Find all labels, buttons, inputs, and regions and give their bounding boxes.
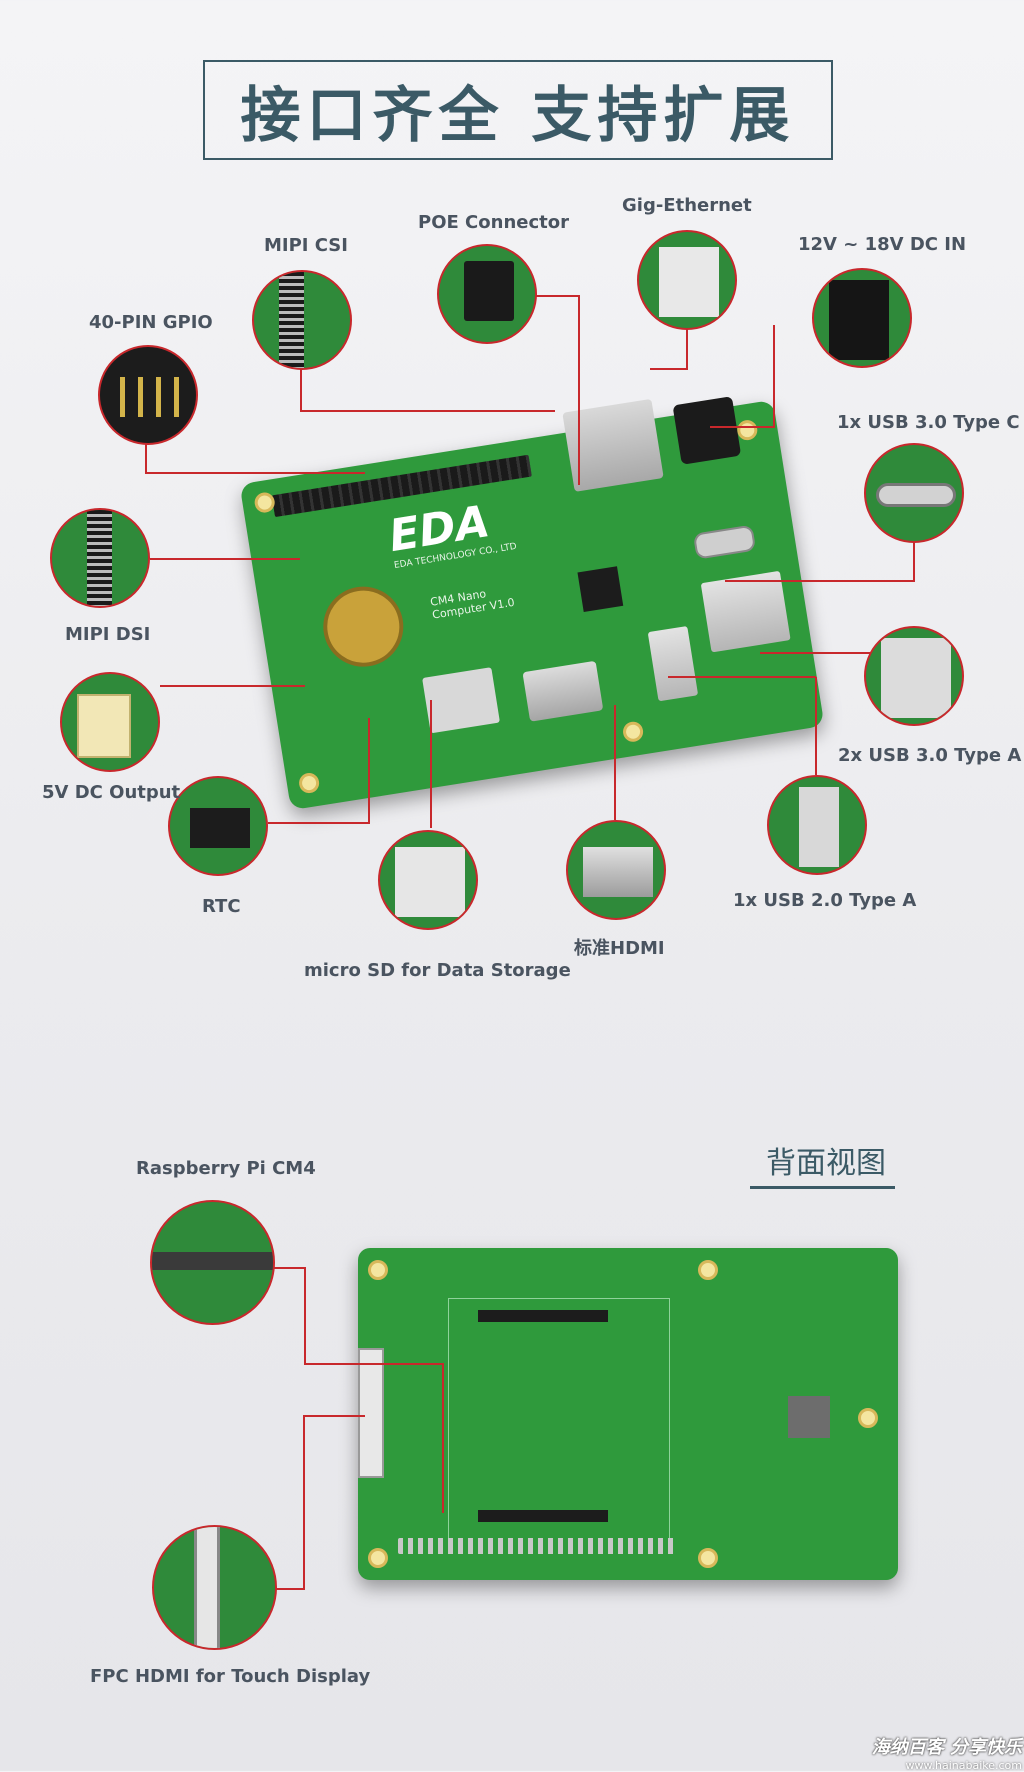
front-board: EDA EDA TECHNOLOGY CO., LTD CM4 Nano Com… — [239, 396, 825, 811]
callout-line — [303, 1415, 305, 1590]
watermark: 海纳百客 分享快乐 www.hainabaike.com — [842, 1733, 1022, 1772]
callout-line — [300, 330, 302, 410]
label-mipi-csi: MIPI CSI — [264, 235, 348, 256]
hdmi-port — [522, 660, 604, 722]
cm4-connector-zoom — [150, 1200, 275, 1325]
label-gig-ethernet: Gig-Ethernet — [622, 195, 752, 216]
watermark-url: www.hainabaike.com — [905, 1759, 1022, 1772]
callout-line — [710, 426, 775, 428]
callout-line — [272, 1267, 306, 1269]
mount-hole — [858, 1408, 878, 1428]
label-micro-sd: micro SD for Data Storage — [304, 960, 571, 981]
fpc-hdmi-zoom — [152, 1525, 277, 1650]
poe-connector-zoom — [437, 244, 537, 344]
gpio-zoom — [98, 345, 198, 445]
callout-line — [368, 718, 370, 823]
callout-line — [272, 1588, 305, 1590]
callout-line — [430, 700, 432, 828]
callout-line — [650, 368, 688, 370]
callout-line — [614, 705, 616, 820]
gpio-header — [271, 454, 532, 518]
callout-line — [725, 580, 915, 582]
label-usb-c: 1x USB 3.0 Type C — [837, 412, 1020, 433]
micro-sd-zoom — [378, 830, 478, 930]
callout-line — [913, 533, 915, 581]
mount-hole — [368, 1548, 388, 1568]
label-hdmi: 标准HDMI — [574, 938, 665, 959]
mount-hole — [297, 771, 321, 795]
back-view-title: 背面视图 — [766, 1146, 886, 1181]
callout-line — [686, 300, 688, 370]
callout-line — [668, 676, 816, 678]
usb3-a-zoom — [864, 626, 964, 726]
inductor — [788, 1396, 830, 1438]
callout-line — [305, 1415, 365, 1417]
hdmi-zoom — [566, 820, 666, 920]
cm4-socket-bottom — [478, 1510, 608, 1522]
callout-line — [773, 325, 775, 428]
callout-line — [150, 558, 300, 560]
usb3-port — [700, 570, 791, 653]
mount-hole — [621, 720, 645, 744]
callout-line — [760, 652, 870, 654]
back-gpio-header — [398, 1538, 678, 1554]
sd-slot — [422, 667, 500, 734]
label-dc-out: 5V DC Output — [42, 782, 181, 803]
dc-out-zoom — [60, 672, 160, 772]
label-usb2-a: 1x USB 2.0 Type A — [733, 890, 917, 911]
mount-hole — [368, 1260, 388, 1280]
callout-line — [442, 1363, 444, 1513]
coin-cell-holder — [317, 580, 410, 673]
label-raspberry-pi-cm4: Raspberry Pi CM4 — [136, 1158, 316, 1179]
callout-line — [578, 295, 580, 485]
usb-c-zoom — [864, 443, 964, 543]
label-rtc: RTC — [202, 896, 241, 917]
title-box: 接口齐全 支持扩展 — [203, 60, 833, 160]
usb2-a-zoom — [767, 775, 867, 875]
soc-chip — [577, 566, 624, 612]
label-mipi-dsi: MIPI DSI — [65, 624, 151, 645]
mipi-csi-zoom — [252, 270, 352, 370]
label-dc-in: 12V ~ 18V DC IN — [798, 234, 967, 255]
dc-jack — [672, 396, 742, 465]
mipi-dsi-zoom — [50, 508, 150, 608]
label-gpio: 40-PIN GPIO — [89, 312, 213, 333]
cm4-socket-top — [478, 1310, 608, 1322]
board-model: CM4 Nano Computer V1.0 — [429, 587, 516, 622]
mount-hole — [735, 418, 759, 442]
mount-hole — [698, 1260, 718, 1280]
label-usb3-a: 2x USB 3.0 Type A — [838, 745, 1022, 766]
page-title: 接口齐全 支持扩展 — [240, 80, 796, 151]
fpc-connector — [358, 1348, 384, 1478]
callout-line — [300, 410, 555, 412]
usb2-port — [647, 625, 699, 702]
callout-line — [304, 1363, 444, 1365]
callout-line — [304, 1267, 306, 1363]
callout-line — [145, 437, 147, 473]
callout-line — [268, 822, 370, 824]
usb-c-port — [692, 524, 757, 560]
label-fpc-hdmi: FPC HDMI for Touch Display — [90, 1666, 371, 1687]
callout-line — [145, 472, 365, 474]
callout-line — [815, 677, 817, 775]
label-poe-connector: POE Connector — [418, 212, 569, 233]
mount-hole — [698, 1548, 718, 1568]
callout-line — [160, 685, 305, 687]
rtc-zoom — [168, 776, 268, 876]
watermark-cn: 海纳百客 分享快乐 — [871, 1737, 1022, 1758]
back-board — [358, 1248, 898, 1580]
cm4-outline — [448, 1298, 670, 1540]
back-view-underline — [750, 1186, 895, 1189]
ethernet-zoom — [637, 230, 737, 330]
dc-in-zoom — [812, 268, 912, 368]
